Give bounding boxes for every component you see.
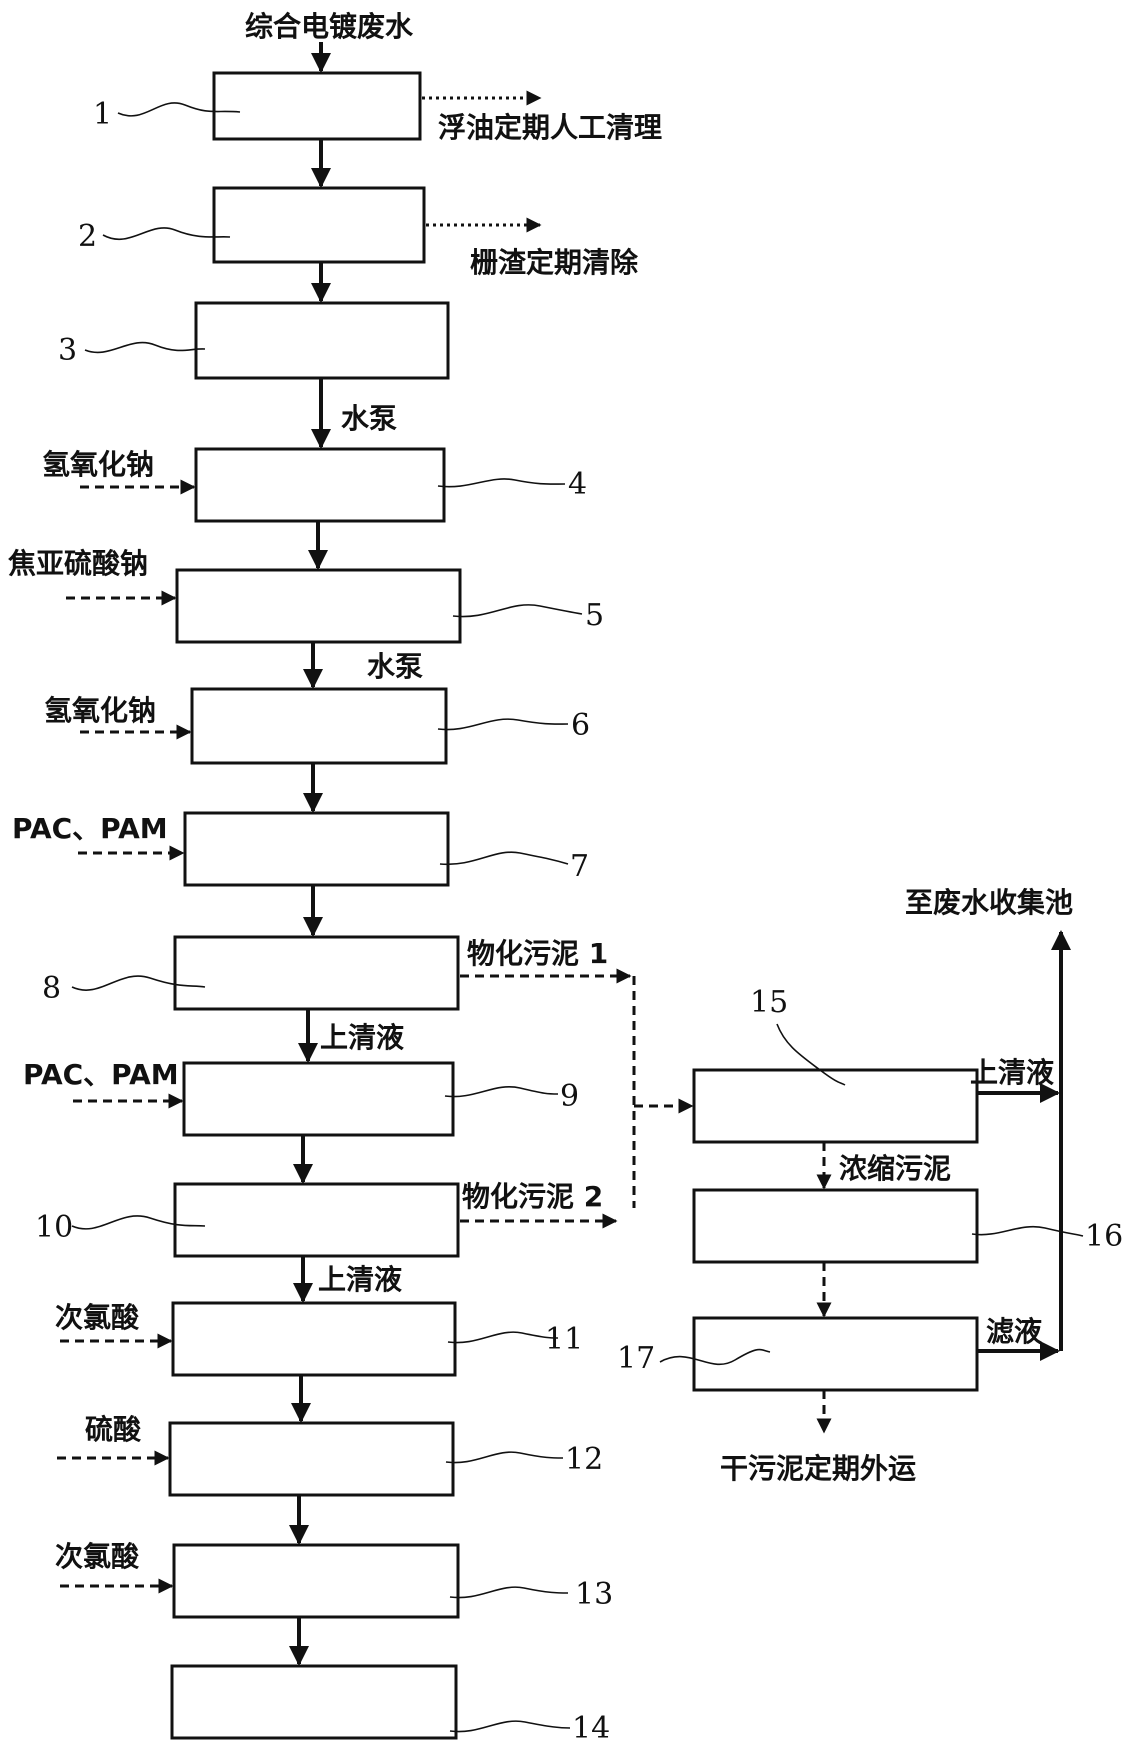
box-number-9: 9 [560, 1079, 579, 1114]
supernatant-label-c: 上清液 [970, 1056, 1054, 1089]
box-number-13: 13 [575, 1577, 613, 1612]
leader-15 [776, 1023, 846, 1086]
filtrate-label: 滤液 [986, 1315, 1042, 1348]
process-box-3 [194, 301, 450, 380]
process-box-7 [183, 811, 450, 887]
chemical-label-6: 氢氧化钠 [44, 694, 156, 727]
source-label: 综合电镀废水 [245, 10, 414, 43]
process-box-14 [170, 1664, 458, 1740]
leader-2 [102, 227, 231, 241]
box-number-10: 10 [35, 1210, 73, 1245]
box-number-14: 14 [572, 1711, 610, 1746]
box-number-16: 16 [1085, 1219, 1123, 1254]
box-number-3: 3 [58, 333, 77, 368]
pump-label-1: 水泵 [341, 402, 397, 435]
chemical-label-11: 次氯酸 [55, 1301, 140, 1334]
process-box-1 [212, 71, 422, 141]
process-box-16 [692, 1188, 979, 1264]
leader-3 [84, 341, 206, 354]
box-number-17: 17 [617, 1341, 655, 1376]
leader-13 [449, 1586, 569, 1599]
thickened-sludge-label: 浓缩污泥 [839, 1152, 951, 1185]
leader-12 [445, 1451, 564, 1464]
box-number-1: 1 [93, 97, 112, 132]
process-box-11 [171, 1301, 457, 1377]
leader-5 [452, 604, 583, 618]
leader-6 [437, 718, 569, 731]
leader-10 [71, 1215, 206, 1230]
box-number-6: 6 [571, 708, 590, 743]
leader-16 [971, 1225, 1084, 1237]
sludge2-label: 物化污泥 2 [462, 1180, 603, 1213]
chemical-label-4: 氢氧化钠 [42, 448, 154, 481]
box-number-4: 4 [568, 467, 587, 502]
leader-1 [117, 102, 241, 117]
process-box-17 [692, 1316, 979, 1392]
process-box-4 [194, 447, 446, 523]
box-number-11: 11 [545, 1322, 583, 1357]
process-box-12 [168, 1421, 455, 1497]
leader-14 [449, 1720, 571, 1733]
process-box-10 [173, 1182, 460, 1258]
process-box-5 [175, 568, 462, 644]
leader-4 [437, 478, 566, 488]
chemical-label-12: 硫酸 [85, 1413, 142, 1446]
leader-11 [447, 1331, 559, 1344]
supernatant-label-b: 上清液 [318, 1263, 402, 1296]
leader-9 [444, 1086, 559, 1098]
box-number-7: 7 [570, 849, 589, 884]
box-number-8: 8 [42, 971, 61, 1006]
pump-label-2: 水泵 [367, 650, 423, 683]
leader-8 [71, 975, 206, 991]
process-box-9 [182, 1061, 455, 1137]
to-collection-label: 至废水收集池 [905, 886, 1073, 919]
process-box-6 [190, 687, 448, 765]
box-number-2: 2 [78, 219, 97, 254]
screen-removal-label: 栅渣定期清除 [470, 246, 639, 279]
dry-sludge-label: 干污泥定期外运 [720, 1452, 916, 1485]
sludge1-label: 物化污泥 1 [467, 937, 608, 970]
process-box-2 [212, 186, 426, 264]
supernatant-label-a: 上清液 [320, 1021, 404, 1054]
leader-7 [439, 851, 569, 866]
process-box-15 [692, 1068, 979, 1144]
chemical-label-13: 次氯酸 [55, 1540, 140, 1573]
box-number-5: 5 [585, 598, 604, 633]
chemical-label-7: PAC、PAM [12, 812, 168, 845]
chemical-label-9: PAC、PAM [23, 1058, 179, 1091]
process-box-13 [172, 1543, 460, 1619]
leader-17 [659, 1348, 771, 1366]
oil-removal-label: 浮油定期人工清理 [438, 111, 662, 144]
box-number-15: 15 [750, 985, 788, 1020]
box-number-12: 12 [565, 1442, 603, 1477]
process-box-8 [173, 935, 460, 1011]
chemical-label-5: 焦亚硫酸钠 [8, 547, 148, 580]
